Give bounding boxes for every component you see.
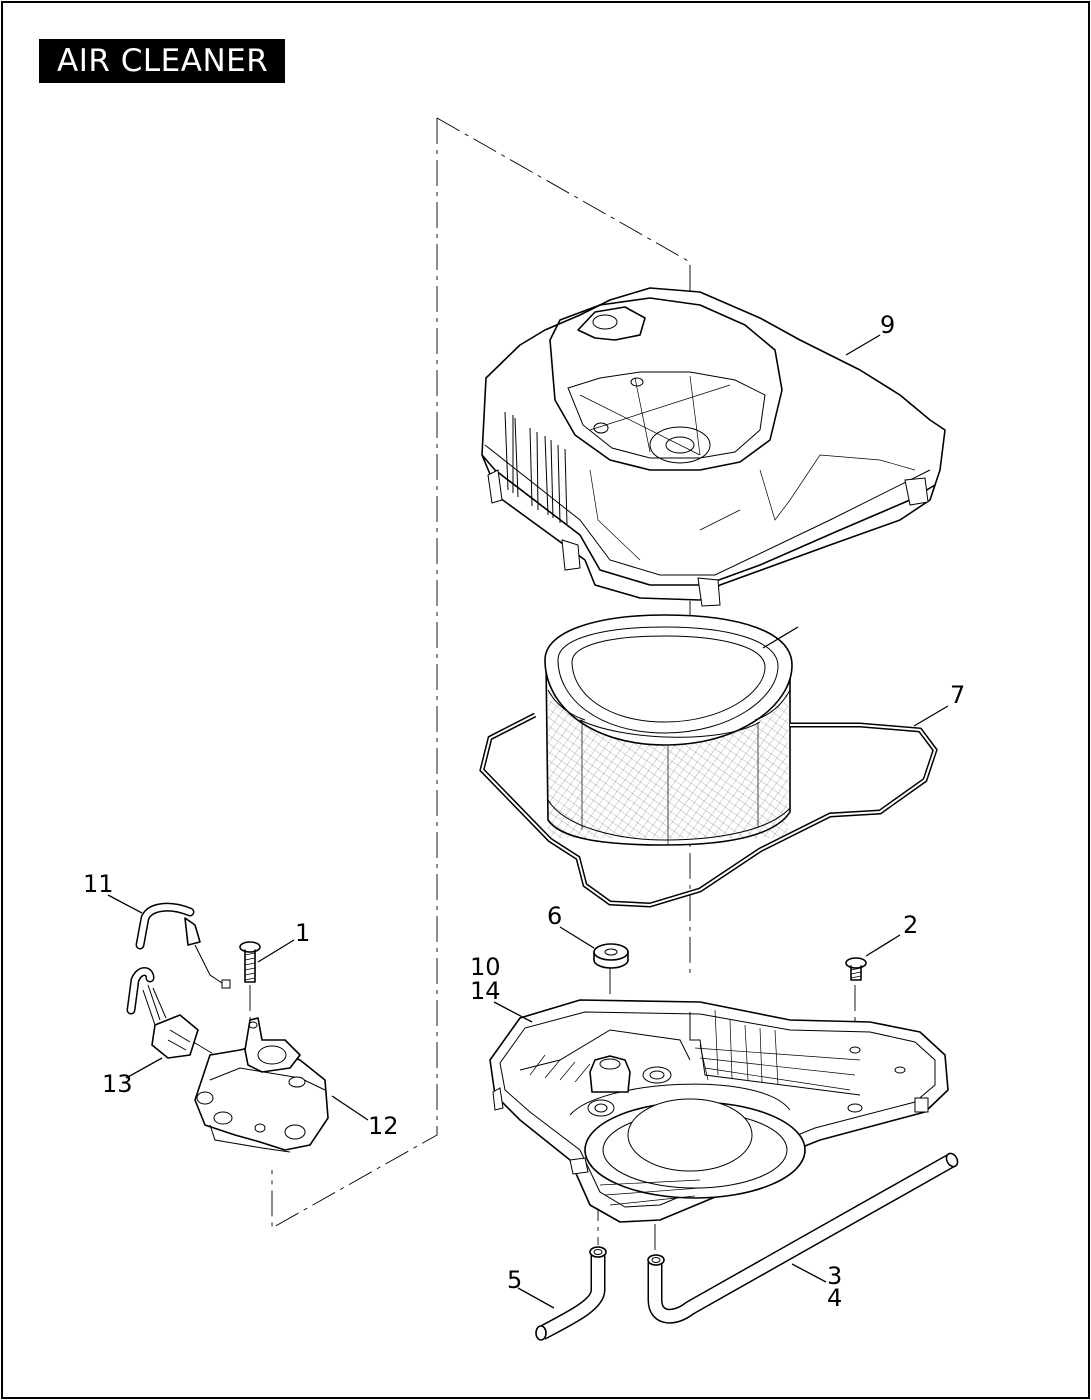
callout-10: 10 [470, 953, 501, 981]
callout-12: 12 [368, 1112, 399, 1140]
sensor-hose [135, 902, 231, 989]
air-cleaner-backplate [489, 999, 949, 1223]
callout-13: 13 [102, 1070, 133, 1098]
grommet [593, 943, 629, 969]
callout-9: 9 [880, 311, 895, 339]
drain-tube [647, 1152, 959, 1324]
callout-14: 14 [470, 977, 501, 1005]
valve-actuator [194, 1017, 329, 1153]
callout-3: 3 [827, 1262, 842, 1290]
callout-11: 11 [83, 870, 114, 898]
breather-hose-5 [535, 1246, 607, 1341]
callout-4: 4 [827, 1284, 842, 1312]
callout-1: 1 [295, 919, 310, 947]
screw-2 [845, 957, 867, 981]
air-filter-element [544, 614, 799, 846]
filter-seal-gasket [479, 712, 938, 908]
callout-labels: 9 7 6 2 10 14 1 11 13 12 3 4 5 [83, 311, 965, 1312]
diagram-title: AIR CLEANER [39, 39, 285, 83]
screw-1 [239, 941, 261, 983]
callout-leaders [107, 334, 949, 1309]
callout-7: 7 [950, 681, 965, 709]
callout-6: 6 [547, 902, 562, 930]
air-cleaner-cover [481, 287, 946, 607]
callout-2: 2 [903, 911, 918, 939]
electrical-connector [126, 967, 199, 1059]
callout-5: 5 [507, 1266, 522, 1294]
